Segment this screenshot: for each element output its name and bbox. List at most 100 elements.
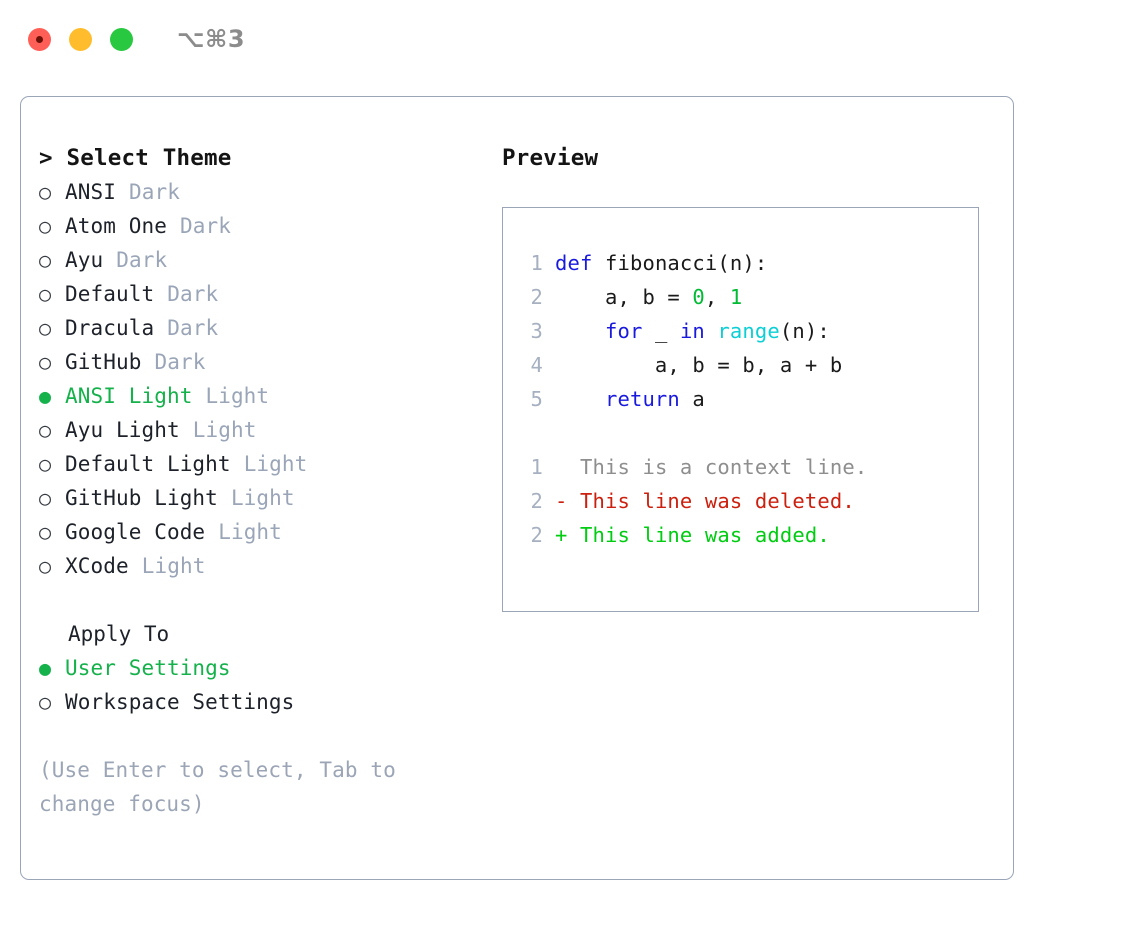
theme-variant-badge: Dark <box>167 316 219 340</box>
theme-name: Atom One <box>65 214 167 238</box>
radio-unselected-icon: ○ <box>39 316 52 340</box>
code-token: return <box>604 387 680 411</box>
theme-option-dracula[interactable]: ○ Dracula Dark <box>39 311 499 345</box>
keyboard-hint-text: (Use Enter to select, Tab to change focu… <box>39 758 396 816</box>
theme-name: Dracula <box>65 316 155 340</box>
apply-to-list[interactable]: ● User Settings ○ Workspace Settings <box>39 651 499 719</box>
code-token <box>555 319 605 343</box>
code-line: 3 for _ in range(n): <box>517 314 978 348</box>
radio-selected-icon: ● <box>39 384 52 408</box>
diff-text: This is a context line. <box>567 455 868 479</box>
code-token: _ <box>642 319 680 343</box>
theme-variant-badge: Light <box>205 384 270 408</box>
line-number: 1 <box>530 455 543 479</box>
theme-option-xcode[interactable]: ○ XCode Light <box>39 549 499 583</box>
theme-option-ansi-light[interactable]: ● ANSI Light Light <box>39 379 499 413</box>
apply-to-label: Apply To <box>68 622 170 646</box>
theme-option-google-code[interactable]: ○ Google Code Light <box>39 515 499 549</box>
theme-name: GitHub <box>65 350 142 374</box>
radio-unselected-icon: ○ <box>39 418 52 442</box>
theme-variant-badge: Light <box>243 452 308 476</box>
line-number: 2 <box>530 489 543 513</box>
radio-unselected-icon: ○ <box>39 690 52 714</box>
window-titlebar: ⌥⌘3 <box>0 0 1140 78</box>
code-token <box>555 387 605 411</box>
code-line: 5 return a <box>517 382 978 416</box>
line-number: 2 <box>530 523 543 547</box>
theme-option-github-light[interactable]: ○ GitHub Light Light <box>39 481 499 515</box>
apply-to-name: User Settings <box>65 656 231 680</box>
maximize-button-icon[interactable] <box>110 27 133 51</box>
diff-marker: - <box>555 489 568 513</box>
code-token <box>705 319 718 343</box>
radio-unselected-icon: ○ <box>39 214 52 238</box>
theme-variant-badge: Light <box>218 520 282 544</box>
theme-name: Ayu Light <box>65 418 180 442</box>
code-token: range <box>717 319 780 343</box>
theme-name: Ayu <box>65 248 104 272</box>
code-token: in <box>679 319 705 343</box>
theme-variant-badge: Dark <box>129 180 180 204</box>
radio-unselected-icon: ○ <box>39 282 52 306</box>
theme-name: Google Code <box>65 520 206 544</box>
diff-line: 2 + This line was added. <box>517 518 978 552</box>
theme-name: XCode <box>65 554 129 578</box>
radio-unselected-icon: ○ <box>39 248 52 272</box>
close-button-icon[interactable] <box>28 27 51 51</box>
code-token: , <box>704 285 730 309</box>
code-token: (n): <box>779 319 830 343</box>
select-theme-heading: > Select Theme <box>39 145 232 171</box>
diff-marker: + <box>555 523 568 547</box>
diff-line: 2- This line was deleted. <box>517 484 978 518</box>
code-line: 2 a, b = 0, 1 <box>517 280 978 314</box>
spacer <box>39 583 499 617</box>
theme-name: ANSI <box>65 180 116 204</box>
code-token: 0 <box>692 285 705 309</box>
apply-to-option-workspace-settings[interactable]: ○ Workspace Settings <box>39 685 499 719</box>
code-line: 4 a, b = b, a + b <box>517 348 978 382</box>
diff-text: This line was deleted. <box>567 489 855 513</box>
theme-variant-badge: Light <box>141 554 206 578</box>
diff-sample: 1 This is a context line. 2- This line wa… <box>517 450 978 552</box>
line-number: 5 <box>530 387 543 411</box>
keyboard-shortcut-label: ⌥⌘3 <box>177 25 246 53</box>
apply-to-option-user-settings[interactable]: ● User Settings <box>39 651 499 685</box>
theme-variant-badge: Light <box>230 486 295 510</box>
radio-unselected-icon: ○ <box>39 554 52 578</box>
code-token: 1 <box>729 285 743 309</box>
diff-text: This line was added. <box>567 523 830 547</box>
line-number: 4 <box>530 353 543 377</box>
traffic-light-group <box>28 27 133 51</box>
theme-option-ansi[interactable]: ○ ANSI Dark <box>39 175 499 209</box>
code-token: a, b = <box>555 285 693 309</box>
radio-unselected-icon: ○ <box>39 452 52 476</box>
radio-unselected-icon: ○ <box>39 486 52 510</box>
radio-unselected-icon: ○ <box>39 180 52 204</box>
code-token: def <box>555 251 593 275</box>
theme-name: ANSI Light <box>65 384 193 408</box>
radio-unselected-icon: ○ <box>39 520 52 544</box>
theme-variant-badge: Dark <box>154 350 206 374</box>
radio-selected-icon: ● <box>39 656 52 680</box>
theme-name: Default <box>65 282 155 306</box>
diff-marker <box>555 455 568 479</box>
minimize-button-icon[interactable] <box>69 27 92 51</box>
apply-to-name: Workspace Settings <box>65 690 295 714</box>
theme-name: GitHub Light <box>65 486 218 510</box>
code-token: fibonacci(n): <box>592 251 768 275</box>
